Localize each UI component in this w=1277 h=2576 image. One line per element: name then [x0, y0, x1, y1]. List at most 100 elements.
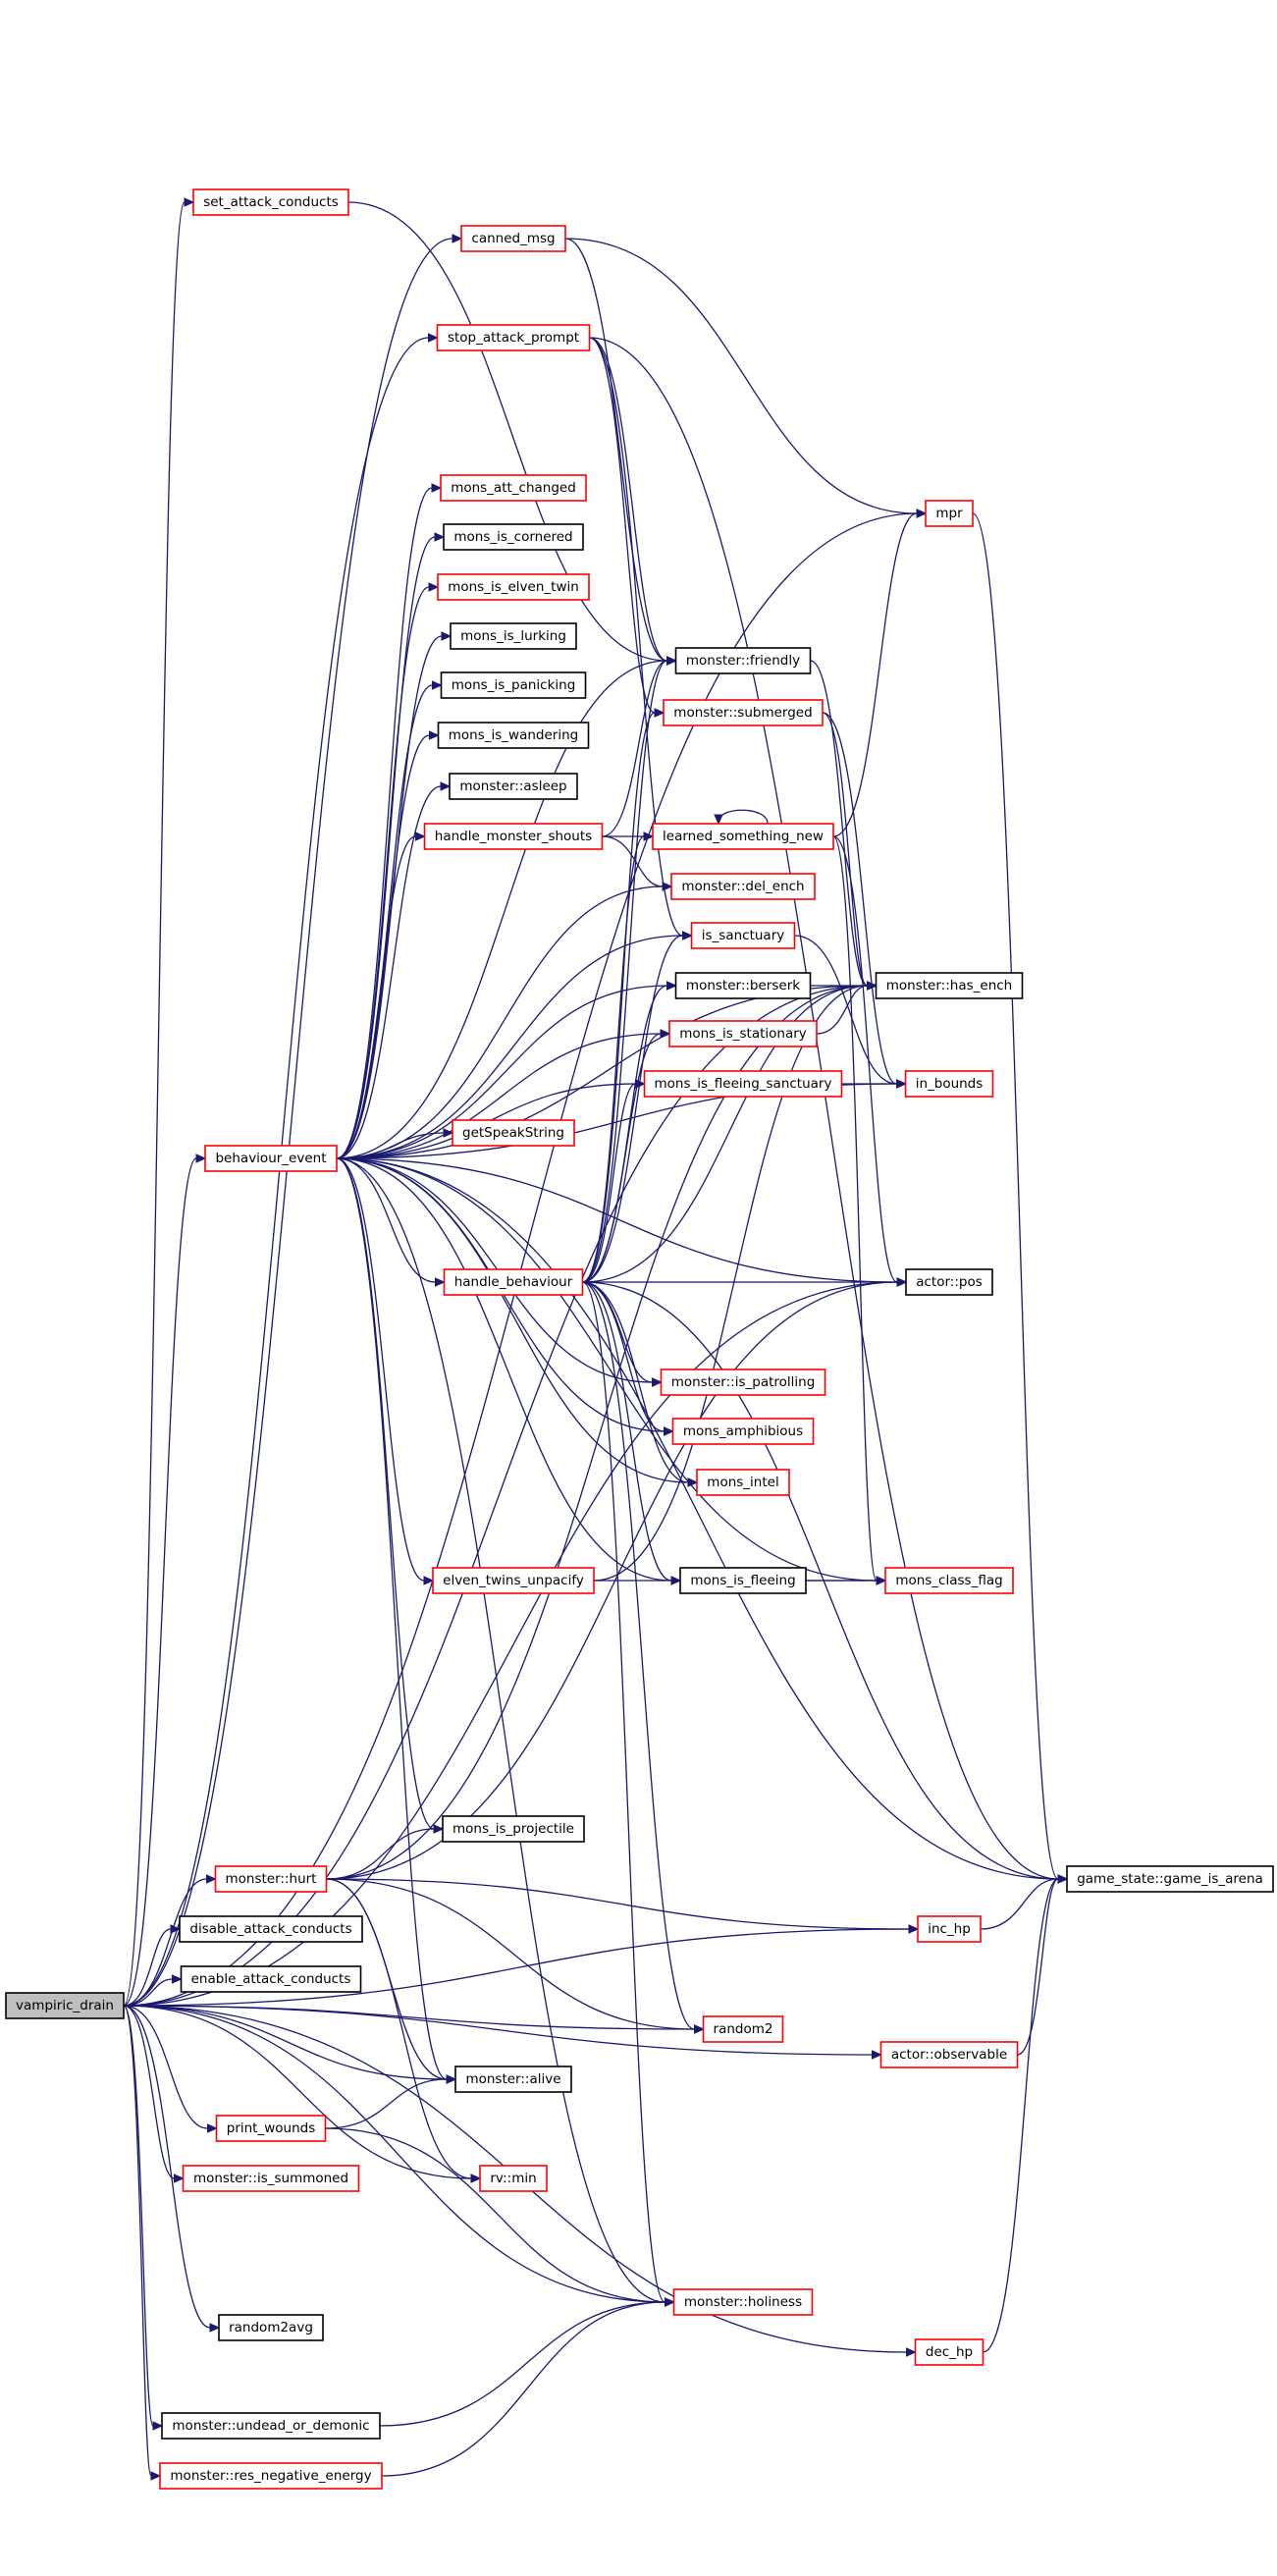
- node-label: monster::res_negative_energy: [170, 2468, 371, 2484]
- edge-handle-behaviour-to-mons-amphibious: [582, 1281, 665, 1432]
- edge-learned-something-new-to-learned-something-new: [718, 809, 769, 825]
- edge-handle-behaviour-to-monster-friendly: [582, 660, 667, 1283]
- node-label: mons_class_flag: [895, 1573, 1002, 1588]
- node-vampiric-drain[interactable]: vampiric_drain: [5, 1992, 125, 2019]
- node-behaviour-event[interactable]: behaviour_event: [204, 1145, 338, 1172]
- node-box: [879, 2041, 1019, 2068]
- edge-behaviour-event-to-mons-is-lurking: [336, 635, 443, 1159]
- node-box: [696, 1469, 790, 1496]
- edge-monster-hurt-to-mons-is-projectile: [326, 1828, 435, 1880]
- node-box: [479, 2165, 548, 2192]
- edge-arrowhead: [665, 2297, 675, 2307]
- node-mons-class-flag[interactable]: mons_class_flag: [884, 1567, 1014, 1594]
- node-box: [904, 1070, 994, 1098]
- edge-handle-monster-shouts-to-monster-friendly: [602, 660, 667, 837]
- node-mons-att-changed[interactable]: mons_att_changed: [440, 474, 587, 502]
- node-box: [884, 1567, 1014, 1594]
- node-monster-berserk[interactable]: monster::berserk: [674, 972, 812, 999]
- node-monster-alive[interactable]: monster::alive: [454, 2066, 572, 2093]
- node-monster-is-patrolling[interactable]: monster::is_patrolling: [660, 1368, 826, 1396]
- node-actor-observable[interactable]: actor::observable: [879, 2041, 1019, 2068]
- edge-arrowhead: [440, 781, 452, 791]
- node-box: [450, 622, 577, 650]
- node-monster-friendly[interactable]: monster::friendly: [674, 647, 812, 674]
- node-inc-hp[interactable]: inc_hp: [917, 1915, 982, 1943]
- edge-handle-behaviour-to-mons-is-fleeing-sanctuary: [582, 1083, 636, 1283]
- node-mons-is-lurking[interactable]: mons_is_lurking: [450, 622, 577, 650]
- node-mons-is-elven-twin[interactable]: mons_is_elven_twin: [437, 573, 590, 601]
- node-label: monster::friendly: [686, 653, 800, 669]
- node-monster-undead-or-demonic[interactable]: monster::undead_or_demonic: [161, 2412, 381, 2440]
- node-box: [215, 2115, 327, 2142]
- node-mons-is-stationary[interactable]: mons_is_stationary: [668, 1020, 818, 1047]
- edge-monster-res-negative-energy-to-monster-holiness: [381, 2301, 665, 2477]
- node-monster-asleep[interactable]: monster::asleep: [449, 773, 578, 800]
- node-handle-behaviour[interactable]: handle_behaviour: [443, 1268, 584, 1296]
- node-rv-min[interactable]: rv::min: [479, 2165, 548, 2192]
- edge-print-wounds-to-monster-alive: [325, 2078, 448, 2129]
- node-mons-intel[interactable]: mons_intel: [696, 1469, 790, 1496]
- node-box: [443, 1268, 584, 1296]
- node-elven-twins-unpacify[interactable]: elven_twins_unpacify: [432, 1567, 595, 1594]
- node-label: mons_is_panicking: [452, 677, 576, 693]
- node-monster-holiness[interactable]: monster::holiness: [672, 2288, 814, 2316]
- edge-behaviour-event-to-elven-twins-unpacify: [336, 1157, 425, 1582]
- node-set-attack-conducts[interactable]: set_attack_conducts: [192, 188, 349, 216]
- node-label: mons_amphibious: [683, 1423, 803, 1439]
- node-learned-something-new[interactable]: learned_something_new: [652, 823, 834, 850]
- node-print-wounds[interactable]: print_wounds: [215, 2115, 327, 2142]
- node-label: mons_is_stationary: [679, 1026, 807, 1042]
- node-monster-is-summoned[interactable]: monster::is_summoned: [182, 2165, 360, 2192]
- node-box: [214, 1865, 328, 1893]
- node-box: [672, 2288, 814, 2316]
- edge-behaviour-event-to-is-sanctuary: [336, 935, 683, 1159]
- node-is-sanctuary[interactable]: is_sanctuary: [690, 922, 796, 949]
- edge-arrowhead: [635, 1079, 646, 1089]
- node-disable-attack-conducts[interactable]: disable_attack_conducts: [179, 1915, 363, 1943]
- edge-arrowhead: [660, 1029, 671, 1039]
- edge-arrowhead: [470, 2174, 482, 2183]
- node-mons-is-fleeing[interactable]: mons_is_fleeing: [679, 1567, 807, 1594]
- node-random2avg[interactable]: random2avg: [218, 2314, 324, 2341]
- node-monster-res-negative-energy[interactable]: monster::res_negative_energy: [159, 2462, 383, 2490]
- node-in-bounds[interactable]: in_bounds: [904, 1070, 994, 1098]
- node-mons-is-wandering[interactable]: mons_is_wandering: [437, 722, 590, 749]
- edge-arrowhead: [170, 1924, 182, 1934]
- node-random2[interactable]: random2: [702, 2015, 784, 2043]
- node-label: mons_is_cornered: [453, 529, 572, 545]
- node-layer: vampiric_drain set_attack_conducts canned_…: [5, 188, 1274, 2490]
- edge-mons-is-stationary-to-monster-has-ench: [816, 985, 868, 1035]
- node-game-state-game-is-arena[interactable]: game_state::game_is_arena: [1066, 1865, 1274, 1893]
- node-label: mons_is_projectile: [452, 1821, 574, 1837]
- node-getSpeakString[interactable]: getSpeakString: [452, 1119, 575, 1147]
- node-mpr[interactable]: mpr: [925, 500, 974, 527]
- node-label: mons_is_lurking: [460, 628, 566, 644]
- node-mons-is-projectile[interactable]: mons_is_projectile: [442, 1815, 585, 1843]
- edge-handle-behaviour-to-random2: [582, 1281, 695, 2030]
- node-mons-is-cornered[interactable]: mons_is_cornered: [443, 523, 584, 551]
- edge-behaviour-event-to-mons-is-fleeing: [336, 1157, 672, 1582]
- node-actor-pos[interactable]: actor::pos: [905, 1268, 993, 1296]
- node-mons-is-panicking[interactable]: mons_is_panicking: [440, 671, 587, 699]
- edge-handle-behaviour-to-is-sanctuary: [582, 935, 683, 1283]
- node-mons-is-fleeing-sanctuary[interactable]: mons_is_fleeing_sanctuary: [643, 1070, 843, 1098]
- node-monster-del-ench[interactable]: monster::del_ench: [670, 873, 816, 900]
- edge-arrowhead: [872, 2050, 882, 2060]
- edge-monster-submerged-to-in-bounds: [822, 712, 897, 1085]
- node-monster-has-ench[interactable]: monster::has_ench: [875, 972, 1024, 999]
- node-dec-hp[interactable]: dec_hp: [914, 2338, 984, 2366]
- node-stop-attack-prompt[interactable]: stop_attack_prompt: [436, 324, 591, 351]
- node-monster-submerged[interactable]: monster::submerged: [663, 699, 824, 726]
- node-box: [443, 523, 584, 551]
- node-monster-hurt[interactable]: monster::hurt: [214, 1865, 328, 1893]
- node-enable-attack-conducts[interactable]: enable_attack_conducts: [180, 1965, 362, 1993]
- node-canned-msg[interactable]: canned_msg: [460, 225, 566, 252]
- edge-vampiric-drain-to-monster-is-summoned: [123, 2005, 175, 2179]
- node-box: [161, 2412, 381, 2440]
- node-mons-amphibious[interactable]: mons_amphibious: [671, 1418, 815, 1445]
- node-label: mpr: [935, 506, 963, 521]
- edge-monster-hurt-to-inc-hp: [326, 1878, 910, 1930]
- node-box: [925, 500, 974, 527]
- node-handle-monster-shouts[interactable]: handle_monster_shouts: [423, 823, 604, 850]
- node-box: [180, 1965, 362, 1993]
